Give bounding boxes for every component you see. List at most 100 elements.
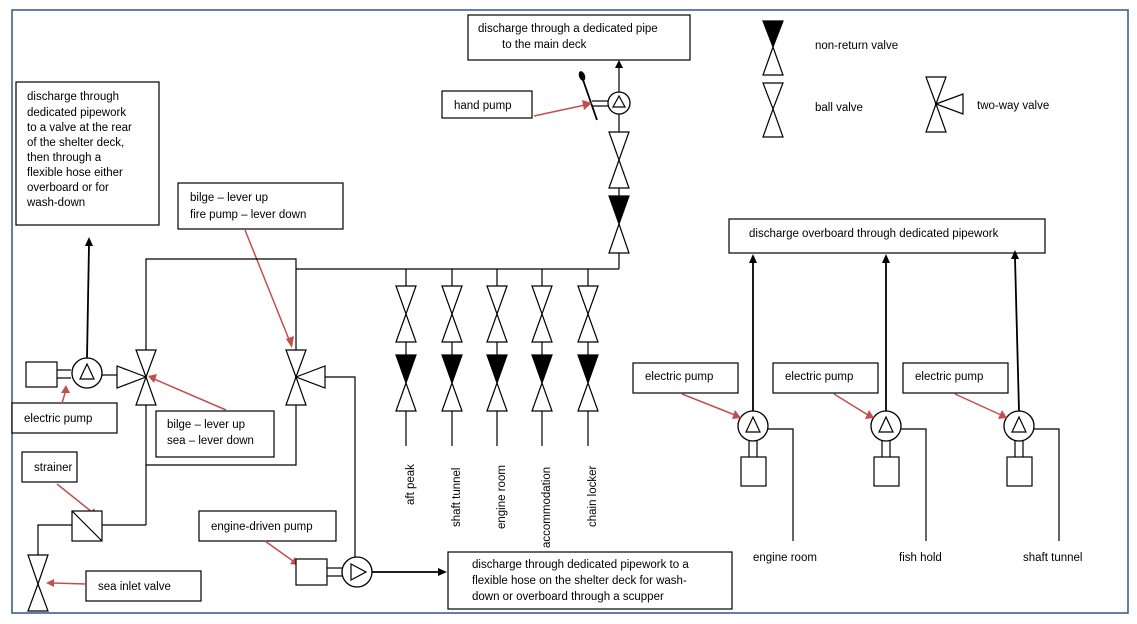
shelter-deck-discharge-pipe xyxy=(86,244,90,359)
legend-non-return-valve-icon xyxy=(762,20,784,76)
legend: non-return valve ball valve two-way valv… xyxy=(762,20,1049,138)
legend-two-way-valve-icon xyxy=(925,76,964,133)
diagram-frame xyxy=(11,9,1129,614)
pointer-head-icon xyxy=(148,374,157,383)
scupper-text-1: discharge through dedicated pipework to … xyxy=(472,559,689,571)
right-pump-pointer-3 xyxy=(954,393,1002,416)
right-electric-pump-label-3: electric pump xyxy=(915,371,983,383)
bilge-fire-pointer xyxy=(244,229,291,343)
pointer-head-icon xyxy=(732,410,741,419)
right-pump-pointer-1 xyxy=(681,393,736,416)
discharge-overboard-label: discharge overboard through dedicated pi… xyxy=(749,228,999,240)
hand-pump-label: hand pump xyxy=(454,100,512,112)
right-compartment-label-3: shaft tunnel xyxy=(1023,552,1082,564)
upper-loop-pipe xyxy=(145,258,297,350)
sea-inlet-valve-label: sea inlet valve xyxy=(98,581,171,593)
discharge-scupper-box: discharge through dedicated pipework to … xyxy=(447,551,733,610)
right-electric-pump-label-box-2: electric pump xyxy=(772,362,879,394)
branch-shaft-tunnel: shaft tunnel xyxy=(441,269,463,527)
hand-pump-symbol xyxy=(578,71,631,121)
legend-two-way-valve-label: two-way valve xyxy=(977,100,1049,112)
right-pump-pointer-2 xyxy=(833,393,869,416)
hand-pump-label-box: hand pump xyxy=(441,90,533,119)
bilge-sea-text-2: sea – lever down xyxy=(167,435,254,447)
hand-line-ball-valve xyxy=(608,131,630,189)
shelter-deck-text-6: flexible hose either xyxy=(27,167,123,179)
lower-loop-pipe xyxy=(145,405,297,466)
shelter-deck-text-2: dedicated pipework xyxy=(27,107,126,119)
right-electric-pump-label-box-3: electric pump xyxy=(902,362,1009,394)
engine-driven-pump-pointer xyxy=(264,540,294,562)
right-compartment-label-2: fish hold xyxy=(899,552,942,564)
arrow-head-icon xyxy=(438,568,447,576)
shelter-deck-text-3: to a valve at the rear xyxy=(27,122,132,134)
legend-ball-valve-icon xyxy=(762,82,784,138)
sea-inlet-ball-valve xyxy=(27,554,49,612)
pointer-head-icon xyxy=(46,579,54,587)
branch-label-aft-peak: aft peak xyxy=(405,464,417,505)
discharge-main-deck-box: discharge through a dedicated pipe to th… xyxy=(467,14,691,61)
bilge-sea-text-1: bilge – lever up xyxy=(167,419,245,431)
scupper-text-2: flexible hose on the shelter deck for wa… xyxy=(472,575,687,587)
sea-inlet-valve-label-box: sea inlet valve xyxy=(85,570,202,602)
engine-symbol xyxy=(295,558,342,586)
bilge-fire-lever-box: bilge – lever up fire pump – lever down xyxy=(177,182,344,230)
pointer-head-icon xyxy=(286,336,294,348)
sea-inlet-pipe xyxy=(37,524,72,555)
left-electric-motor xyxy=(25,361,71,388)
right-electric-pump-1 xyxy=(737,254,794,541)
right-electric-pump-3 xyxy=(1003,250,1060,541)
middle-two-way-valve xyxy=(285,349,326,406)
branch-label-shaft-tunnel: shaft tunnel xyxy=(451,468,463,527)
engine-driven-pump-label: engine-driven pump xyxy=(211,521,313,533)
shelter-deck-text-4: of the shelter deck, xyxy=(27,137,124,149)
shelter-deck-text-8: wash-down xyxy=(26,197,85,209)
scupper-text-3: down or overboard through a scupper xyxy=(472,591,664,603)
pointer-head-icon xyxy=(865,410,874,419)
hand-pump-pointer xyxy=(533,104,586,117)
legend-non-return-valve-label: non-return valve xyxy=(815,40,898,52)
arrow-head-icon xyxy=(85,237,93,246)
arrow-head-icon xyxy=(615,60,623,68)
pointer-head-icon xyxy=(61,385,70,393)
right-electric-pump-label-2: electric pump xyxy=(785,371,853,383)
left-electric-pump-label-box: electric pump xyxy=(11,402,118,434)
branch-engine-room: engine room xyxy=(486,269,508,529)
pointer-head-icon xyxy=(998,410,1007,419)
legend-ball-valve-label: ball valve xyxy=(815,102,863,114)
strainer-label-box: strainer xyxy=(21,451,78,483)
bilge-fire-text-2: fire pump – lever down xyxy=(190,209,306,221)
bilge-sea-lever-box: bilge – lever up sea – lever down xyxy=(155,410,275,458)
discharge-overboard-box: discharge overboard through dedicated pi… xyxy=(728,218,1046,254)
engine-pump-suction-pipe xyxy=(325,376,356,571)
hand-pump-lever xyxy=(581,76,598,121)
shelter-deck-text-5: then through a xyxy=(27,152,102,164)
strainer-label: strainer xyxy=(34,462,73,474)
strainer-pointer xyxy=(56,483,93,513)
discharge-shelter-deck-box: discharge through dedicated pipework to … xyxy=(15,81,160,226)
sea-inlet-valve-pointer xyxy=(51,582,87,585)
discharge-main-deck-line-1: discharge through a dedicated pipe xyxy=(478,23,658,35)
branch-label-chain-locker: chain locker xyxy=(587,465,599,527)
branch-aft-peak: aft peak xyxy=(395,269,417,505)
shelter-deck-text-1: discharge through xyxy=(27,91,119,103)
strainer-symbol xyxy=(71,510,103,542)
right-compartment-label-1: engine room xyxy=(753,552,817,564)
discharge-main-deck-line-2: to the main deck xyxy=(502,39,587,51)
left-two-way-valve xyxy=(116,349,157,406)
right-electric-pump-label-box-1: electric pump xyxy=(632,362,739,394)
branch-chain-locker: chain locker xyxy=(577,269,599,527)
engine-driven-pump-label-box: engine-driven pump xyxy=(198,510,337,542)
right-electric-pump-2 xyxy=(870,254,927,541)
left-electric-pump-label: electric pump xyxy=(24,413,92,425)
branch-label-engine-room: engine room xyxy=(496,465,508,529)
branch-label-accommodation: accommodation xyxy=(541,467,553,548)
hand-line-non-return-valve xyxy=(608,195,630,254)
bilge-fire-text-1: bilge – lever up xyxy=(190,192,268,204)
right-electric-pump-label-1: electric pump xyxy=(645,371,713,383)
pointer-head-icon xyxy=(582,100,592,110)
engine-driven-pump-symbol xyxy=(341,556,373,588)
branch-accommodation: accommodation xyxy=(531,269,553,548)
shelter-deck-text-7: overboard or for xyxy=(27,182,109,194)
